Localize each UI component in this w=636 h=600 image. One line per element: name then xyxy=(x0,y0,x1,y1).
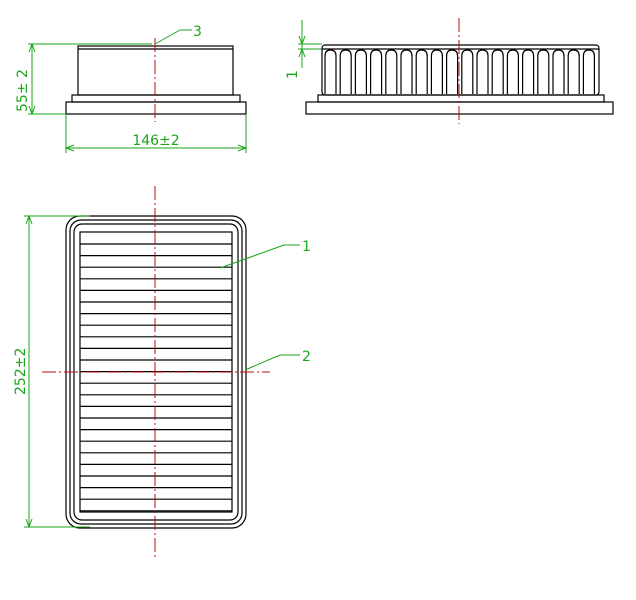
front-view xyxy=(65,38,247,122)
side-view-pleat-pack xyxy=(321,44,600,96)
height-arrow-top xyxy=(28,42,36,53)
offset-label: 1 xyxy=(285,70,301,79)
pleat xyxy=(522,49,535,94)
plan-view xyxy=(42,186,270,558)
plan-view-pleat-lines xyxy=(80,243,232,512)
front-view-base-frame xyxy=(65,101,247,115)
height-dimension: 55± 2 xyxy=(15,42,152,116)
callout-3-label: 3 xyxy=(193,24,202,40)
length-arrow-top xyxy=(25,214,33,225)
callout-1-leader xyxy=(219,244,285,269)
height-label: 55± 2 xyxy=(15,69,31,112)
length-label: 252±2 xyxy=(13,348,29,395)
width-dimension: 146±2 xyxy=(64,114,248,153)
pleat xyxy=(385,49,398,94)
length-arrow-bottom xyxy=(25,518,33,529)
offset-dimension: 1 xyxy=(285,20,322,79)
length-dimension: 252±2 xyxy=(13,214,90,529)
pleat xyxy=(430,49,443,94)
width-label: 146±2 xyxy=(132,133,179,149)
side-view-pleats xyxy=(324,49,595,94)
pleat xyxy=(537,49,550,94)
callout-3-leader xyxy=(154,29,181,45)
front-view-base-step xyxy=(71,94,241,103)
pleat xyxy=(415,49,428,94)
pleat xyxy=(582,49,595,94)
pleat xyxy=(446,49,459,94)
side-view-base-step xyxy=(317,94,605,103)
pleat xyxy=(506,49,519,94)
width-arrow-right xyxy=(237,144,248,152)
width-arrow-left xyxy=(64,144,75,152)
offset-arrow-bottom xyxy=(298,47,306,58)
pleat xyxy=(339,49,352,94)
callout-2-label: 2 xyxy=(302,349,311,365)
pleat xyxy=(400,49,413,94)
pleat xyxy=(567,49,580,94)
callout-2-leader xyxy=(244,354,281,371)
callout-2: 2 xyxy=(244,349,311,371)
callout-3: 3 xyxy=(154,24,202,45)
pleat xyxy=(370,49,383,94)
pleat xyxy=(461,49,474,94)
callout-1: 1 xyxy=(219,239,311,269)
pleat xyxy=(324,49,337,94)
height-arrow-bottom xyxy=(28,105,36,116)
pleat xyxy=(476,49,489,94)
callout-1-label: 1 xyxy=(302,239,311,255)
offset-arrow-top xyxy=(298,35,306,46)
pleat xyxy=(552,49,565,94)
side-view xyxy=(305,18,614,124)
pleat xyxy=(491,49,504,94)
pleat xyxy=(354,49,367,94)
